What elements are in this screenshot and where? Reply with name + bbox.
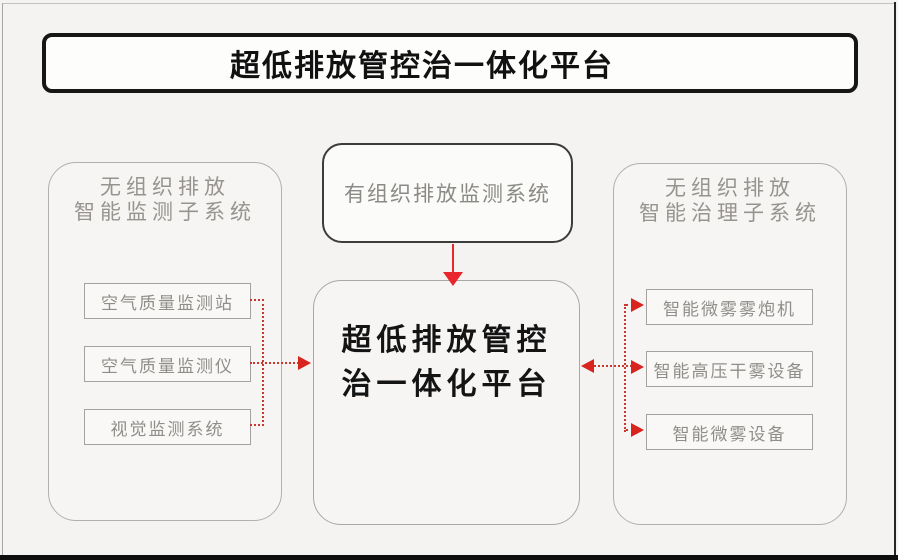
- platform-center-text: 超低排放管控 治一体化平台: [314, 319, 579, 407]
- panel-treatment-subsystem: 无组织排放 智能治理子系统 智能微雾雾炮机 智能高压干雾设备 智能微雾设备: [613, 163, 847, 525]
- node-organized-emission-monitoring: 有组织排放监测系统: [322, 143, 573, 243]
- frame-edge-right: [894, 2, 896, 556]
- frame-edge-bottom: [0, 555, 898, 560]
- main-title-text: 超低排放管控治一体化平台: [230, 50, 614, 83]
- connector-top-to-center: [452, 244, 454, 276]
- panel-monitoring-title-line2: 智能监测子系统: [74, 200, 256, 224]
- arrowhead-into-fog-cannon-icon: [631, 298, 644, 312]
- connector-right-vertical: [624, 304, 626, 432]
- connector-left-stub-bottom: [250, 424, 264, 426]
- arrowhead-down-icon: [443, 272, 463, 286]
- node-platform-center: 超低排放管控 治一体化平台: [313, 280, 580, 525]
- connector-left-stub-top: [250, 299, 264, 301]
- connector-center-to-right: [594, 365, 632, 367]
- connector-right-stub-bottom: [626, 429, 633, 431]
- node-air-quality-station: 空气质量监测站: [84, 283, 251, 319]
- panel-monitoring-title-line1: 无组织排放: [100, 175, 230, 199]
- arrowhead-into-center-right-icon: [581, 359, 594, 373]
- arrowhead-into-dry-fog-icon: [631, 360, 644, 374]
- main-title-banner: 超低排放管控治一体化平台: [42, 33, 858, 93]
- panel-monitoring-title: 无组织排放 智能监测子系统: [49, 175, 281, 225]
- node-air-quality-monitor: 空气质量监测仪: [84, 346, 251, 382]
- node-high-pressure-dry-fog: 智能高压干雾设备: [646, 351, 813, 387]
- panel-monitoring-subsystem: 无组织排放 智能监测子系统 空气质量监测站 空气质量监测仪 视觉监测系统: [48, 162, 282, 521]
- panel-treatment-title: 无组织排放 智能治理子系统: [614, 176, 846, 226]
- arrowhead-into-fog-device-icon: [631, 423, 644, 437]
- panel-treatment-title-line1: 无组织排放: [665, 176, 795, 200]
- connector-left-to-center: [250, 362, 299, 364]
- panel-treatment-title-line2: 智能治理子系统: [639, 201, 821, 225]
- node-micro-fog-device: 智能微雾设备: [646, 414, 813, 450]
- node-visual-monitoring-system: 视觉监测系统: [84, 409, 251, 445]
- node-micro-fog-cannon: 智能微雾雾炮机: [646, 289, 813, 325]
- connector-right-stub-top: [626, 304, 633, 306]
- platform-center-text-line1: 超低排放管控: [341, 324, 552, 357]
- arrowhead-into-center-left-icon: [298, 356, 311, 370]
- frame-edge-left: [2, 3, 3, 555]
- frame-edge-top: [2, 3, 895, 4]
- platform-center-text-line2: 治一体化平台: [341, 368, 552, 401]
